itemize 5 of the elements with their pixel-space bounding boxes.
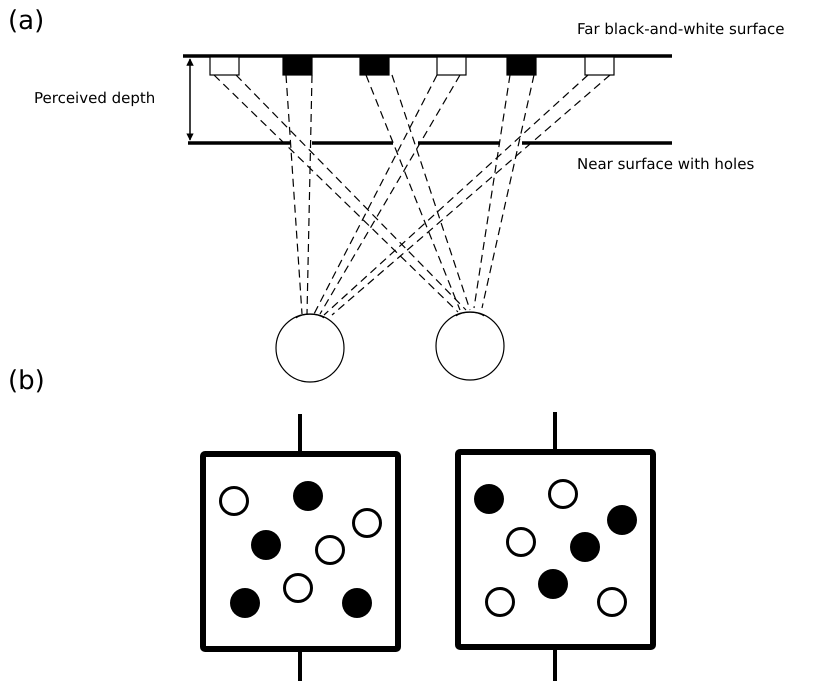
depth-label: Perceived depth	[34, 89, 156, 107]
panel-label: (a)	[8, 6, 44, 36]
surface-label: Near surface with holes	[577, 155, 754, 173]
surface-label: Far black-and-white surface	[577, 20, 784, 38]
panel-label: (b)	[8, 366, 45, 396]
